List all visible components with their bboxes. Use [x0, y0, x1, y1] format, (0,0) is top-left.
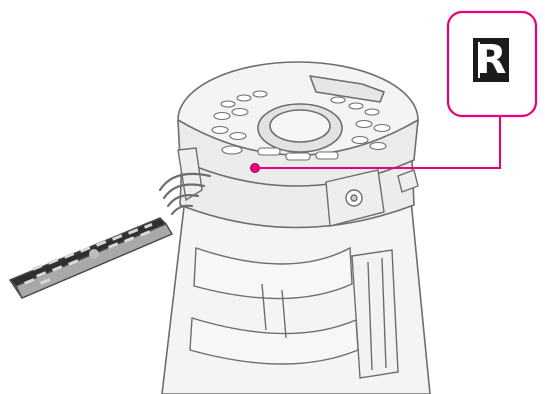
- callout-label: R: [476, 37, 507, 83]
- speaker-center-dial-inner: [270, 110, 330, 142]
- callout-box: R: [448, 12, 536, 116]
- remote-top-face: [10, 218, 166, 286]
- remote-sensor-indicator: [251, 164, 260, 173]
